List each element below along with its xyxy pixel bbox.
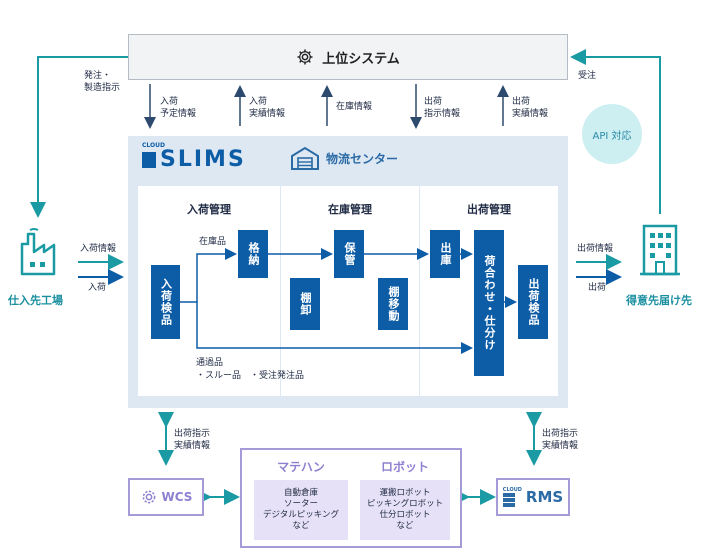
process-location-move: 棚移動 [378, 278, 408, 330]
gear-icon [297, 49, 313, 65]
wcs-box: WCS [128, 478, 204, 516]
robot-title: ロボット [380, 460, 429, 474]
server-icon [502, 493, 515, 507]
flow-label-passthrough1: 通過品 [196, 358, 224, 368]
customer-arrow-goods-label: 出荷 [588, 283, 607, 293]
receive-order-label: 受注 [578, 71, 597, 81]
rms-box: CLOUD RMS [496, 478, 570, 516]
material-handling-box: 自動倉庫 ソーター デジタルピッキング など [254, 480, 348, 540]
process-store-in: 格納 [238, 230, 268, 278]
interface-label-inbound-plan: 入荷予定情報 [160, 97, 197, 119]
customer-arrow-info-label: 出荷情報 [577, 244, 614, 254]
process-sorting: 荷合わせ・仕分け [474, 230, 504, 376]
supplier-label: 仕入先工場 [8, 294, 63, 307]
order-arrow [30, 56, 128, 218]
interface-label-outbound-result: 出荷実績情報 [512, 97, 549, 119]
section-title-inbound: 入荷管理 [187, 203, 231, 216]
flow-label-stock-item: 在庫品 [199, 237, 227, 247]
interface-label-outbound-instr: 出荷指示情報 [424, 97, 461, 119]
logo-mark-icon [142, 152, 156, 168]
material-handling-title: マテハン [277, 460, 325, 474]
process-pick-out: 出庫 [430, 230, 460, 278]
process-outbound-inspection: 出荷検品 [518, 265, 548, 339]
process-keep: 保管 [334, 230, 364, 278]
factory-icon [20, 228, 56, 276]
wcs-link-label: 出荷指示実績情報 [174, 429, 211, 451]
warehouse-icon [291, 146, 319, 170]
supplier-arrow-info-label: 入荷情報 [80, 244, 117, 254]
interface-label-inbound-result: 入荷実績情報 [249, 97, 286, 119]
interface-label-stock: 在庫情報 [336, 102, 373, 112]
top-system-label: 上位システム [322, 51, 400, 67]
logistics-center-title: 物流センター [290, 146, 398, 170]
flow-label-passthrough2: ・スルー品 ・受注発注品 [196, 371, 305, 381]
gear-icon [142, 490, 155, 504]
top-system-box: 上位システム [128, 34, 568, 80]
robot-box: 運搬ロボット ピッキングロボット 仕分ロボット など [360, 480, 450, 540]
section-title-outbound: 出荷管理 [467, 203, 511, 216]
section-title-inventory: 在庫管理 [328, 203, 372, 216]
supplier-arrow-goods-label: 入荷 [88, 283, 107, 293]
process-inbound-inspection: 入荷検品 [151, 265, 180, 339]
process-stocktake: 棚卸 [290, 278, 320, 330]
building-icon [640, 224, 680, 276]
api-badge: API 対応 [582, 104, 642, 164]
receive-order-arrow [570, 49, 661, 214]
customer-label: 得意先届け先 [626, 294, 692, 307]
order-label: 発注・製造指示 [84, 71, 121, 93]
slims-logo: CLOUD SLIMS [142, 142, 246, 172]
rms-link-label: 出荷指示実績情報 [542, 429, 579, 451]
